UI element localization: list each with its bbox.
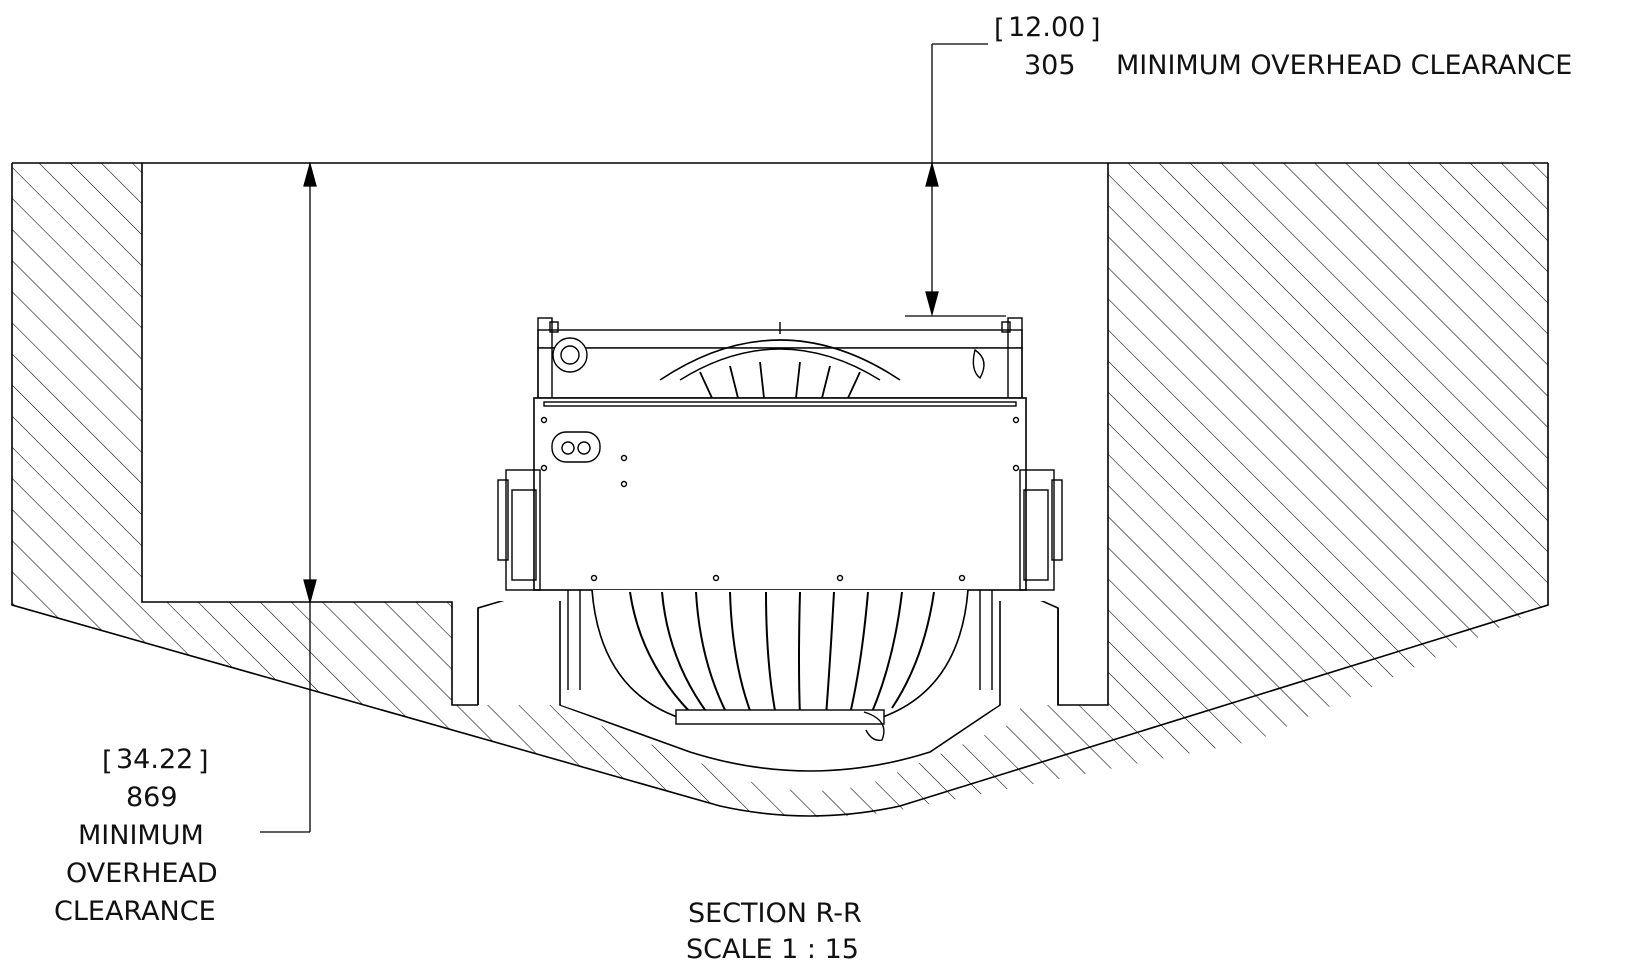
left-pocket-outline <box>141 163 478 706</box>
top-dim-note: MINIMUM OVERHEAD CLEARANCE <box>1116 50 1572 81</box>
left-dimension <box>260 161 317 833</box>
left-dim-inches: 34.22 <box>116 744 193 775</box>
left-dim-note-line1: MINIMUM <box>78 820 204 851</box>
left-dim-mm: 869 <box>126 782 178 813</box>
section-outer-outline <box>11 163 1549 817</box>
left-hatched-wall <box>12 163 1548 818</box>
unit-assembly <box>497 317 1063 741</box>
top-dim-bracket-close: ] <box>1090 14 1101 45</box>
top-dimension <box>905 43 1006 317</box>
left-dim-note-line2: OVERHEAD <box>66 858 218 889</box>
top-dim-mm: 305 <box>1024 50 1076 81</box>
top-dim-inches: 12.00 <box>1008 12 1085 43</box>
section-scale: SCALE 1 : 15 <box>686 934 859 965</box>
left-dim-bracket-open: [ <box>102 746 113 777</box>
left-dim-note-line3: CLEARANCE <box>54 896 216 927</box>
section-title: SECTION R-R <box>688 898 862 929</box>
top-dim-bracket-open: [ <box>994 14 1005 45</box>
left-dim-bracket-close: ] <box>198 746 209 777</box>
